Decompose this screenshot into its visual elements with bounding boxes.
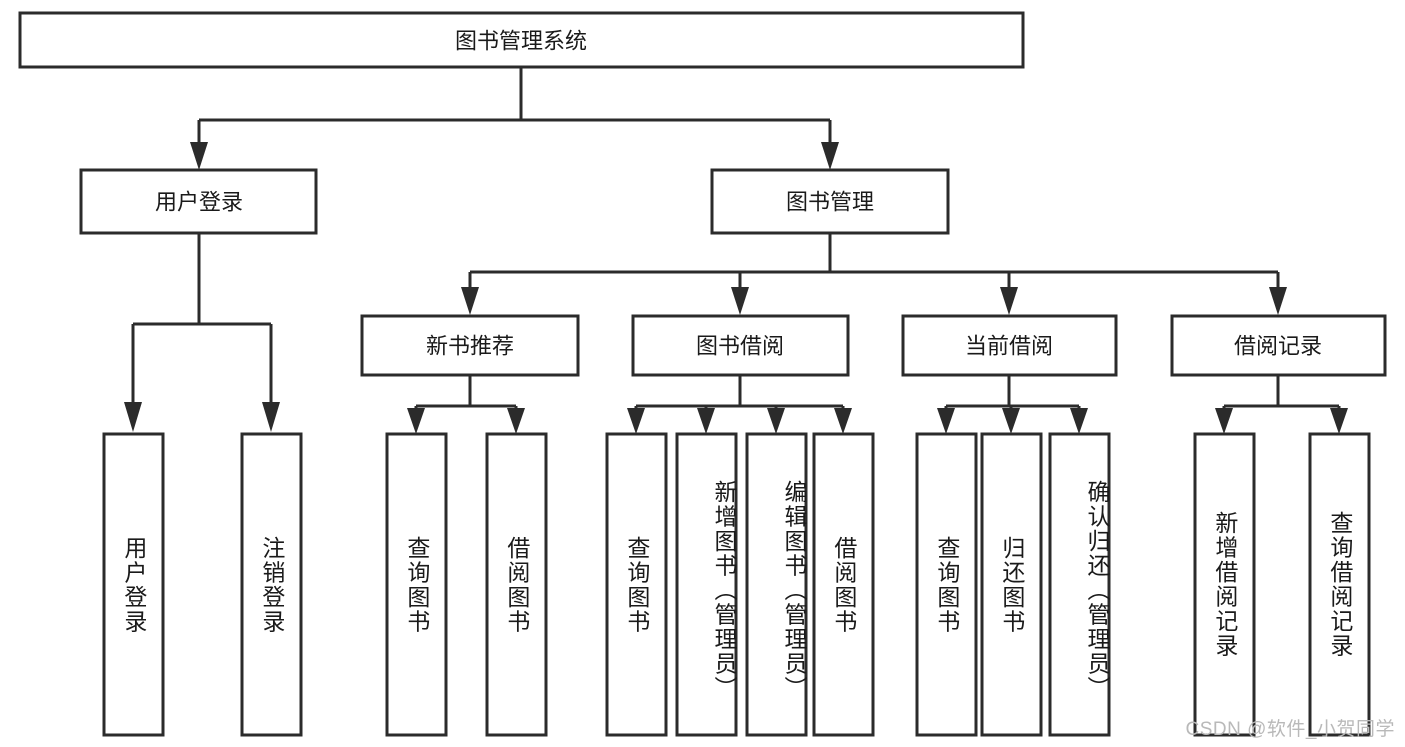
node-new-book-recommend[interactable]: 新书推荐 [360,314,580,377]
connector-currentborrow-to-leaves [937,375,1088,434]
connector-bookmanage-to-level3 [461,233,1287,315]
leaf-box-query-book-3 [915,432,978,737]
leaf-box-confirm-return [1048,432,1111,737]
leaf-boxes-current-borrow [915,432,1111,737]
connector-bookborrow-to-leaves [627,375,852,434]
leaf-box-user-login [102,432,165,737]
node-current-borrow[interactable]: 当前借阅 [901,314,1118,377]
leaf-box-query-book-2 [605,432,668,737]
connector-root-to-level2 [190,67,839,170]
node-book-borrow-label: 图书借阅 [696,334,784,359]
connector-newbook-to-leaves [407,375,525,434]
node-root[interactable]: 图书管理系统 [18,11,1025,69]
node-root-label: 图书管理系统 [455,29,587,54]
node-borrow-record-label: 借阅记录 [1234,334,1322,359]
leaf-box-borrow-book-2 [812,432,875,737]
leaf-box-add-book [675,432,738,737]
leaf-boxes-book-borrow [605,432,875,737]
leaf-box-query-record [1308,432,1371,737]
leaf-box-return-book [980,432,1043,737]
leaf-box-logout [240,432,303,737]
leaf-box-add-record [1193,432,1256,737]
leaf-box-borrow-book-1 [485,432,548,737]
leaf-boxes-new-book-recommend [385,432,548,737]
node-book-manage-label: 图书管理 [786,190,874,215]
node-book-borrow[interactable]: 图书借阅 [631,314,850,377]
leaf-boxes-borrow-record [1193,432,1371,737]
node-user-login-label: 用户登录 [155,190,243,215]
node-borrow-record[interactable]: 借阅记录 [1170,314,1387,377]
leaf-box-query-book-1 [385,432,448,737]
node-new-book-recommend-label: 新书推荐 [426,334,514,359]
node-current-borrow-label: 当前借阅 [965,334,1053,359]
connector-borrowrecord-to-leaves [1215,375,1348,434]
leaf-box-edit-book [745,432,808,737]
connector-userlogin-to-leaves [124,233,280,432]
node-book-manage[interactable]: 图书管理 [710,168,950,235]
csdn-watermark: CSDN @软件_小贺同学 [1185,719,1395,740]
leaf-boxes-user-login [102,432,303,737]
node-user-login[interactable]: 用户登录 [79,168,318,235]
